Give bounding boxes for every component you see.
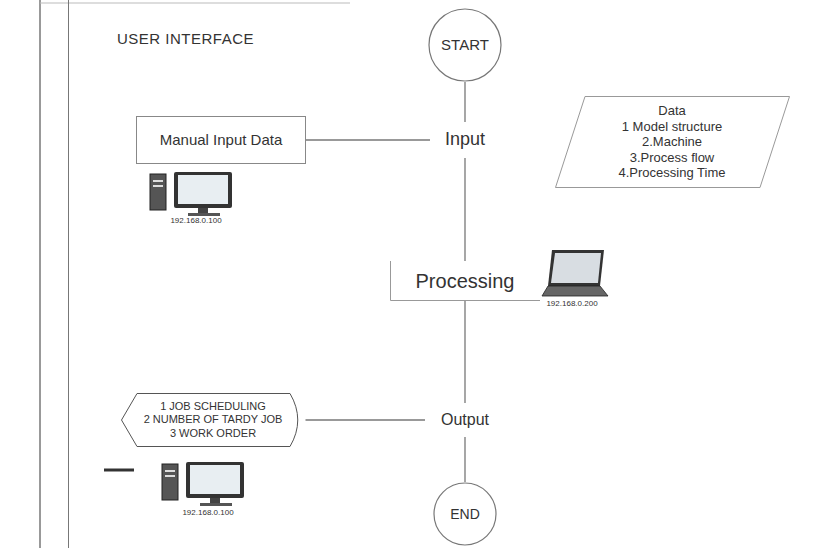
flow-line: [464, 301, 465, 403]
flow-line: [464, 158, 465, 261]
desktop-computer: [150, 172, 232, 216]
panel-line: [40, 3, 350, 4]
ip-address: 192.168.0.200: [546, 299, 597, 308]
flow-line: [464, 437, 465, 482]
node-text: USER INTERFACE: [117, 30, 254, 48]
node-text: Input: [445, 129, 485, 151]
node-text: 2 NUMBER OF TARDY JOB: [144, 413, 283, 426]
data-parallelogram: Data1 Model structure2.Machine3.Process …: [555, 96, 790, 188]
node-text: START: [441, 36, 489, 54]
node-text: Output: [441, 410, 489, 429]
node-text: 3 WORK ORDER: [170, 427, 256, 440]
flow-line: [306, 139, 430, 140]
start-terminal: START: [428, 8, 502, 82]
flow-line: [306, 419, 426, 420]
node-text: Processing: [416, 269, 515, 293]
ip-address: 192.168.0.100: [182, 508, 233, 517]
node-text: Manual Input Data: [160, 131, 283, 149]
desktop-computer: [162, 462, 244, 506]
process-step: Input: [430, 122, 500, 158]
node-text: 3.Process flow: [630, 150, 715, 166]
laptop-computer: [542, 250, 608, 296]
node-text: END: [450, 506, 480, 523]
node-text: 2.Machine: [642, 134, 702, 150]
panel-line: [39, 0, 41, 548]
end-terminal: END: [433, 482, 497, 546]
process-step: Output: [425, 403, 505, 437]
node-text: 1 JOB SCHEDULING: [160, 400, 266, 413]
node-text: 4.Processing Time: [619, 165, 726, 181]
ip-address: 192.168.0.100: [170, 216, 221, 225]
data-heading: Data: [658, 103, 685, 119]
input-box: Manual Input Data: [136, 116, 306, 164]
interface-panel: USER INTERFACE Manual Input Data 1 JOB SCH…: [68, 0, 350, 548]
flow-line: [464, 82, 465, 122]
dash-mark: [104, 469, 134, 472]
output-callout: 1 JOB SCHEDULING2 NUMBER OF TARDY JOB3 W…: [121, 393, 306, 447]
process-step: Processing: [390, 261, 540, 301]
node-text: 1 Model structure: [622, 119, 722, 135]
